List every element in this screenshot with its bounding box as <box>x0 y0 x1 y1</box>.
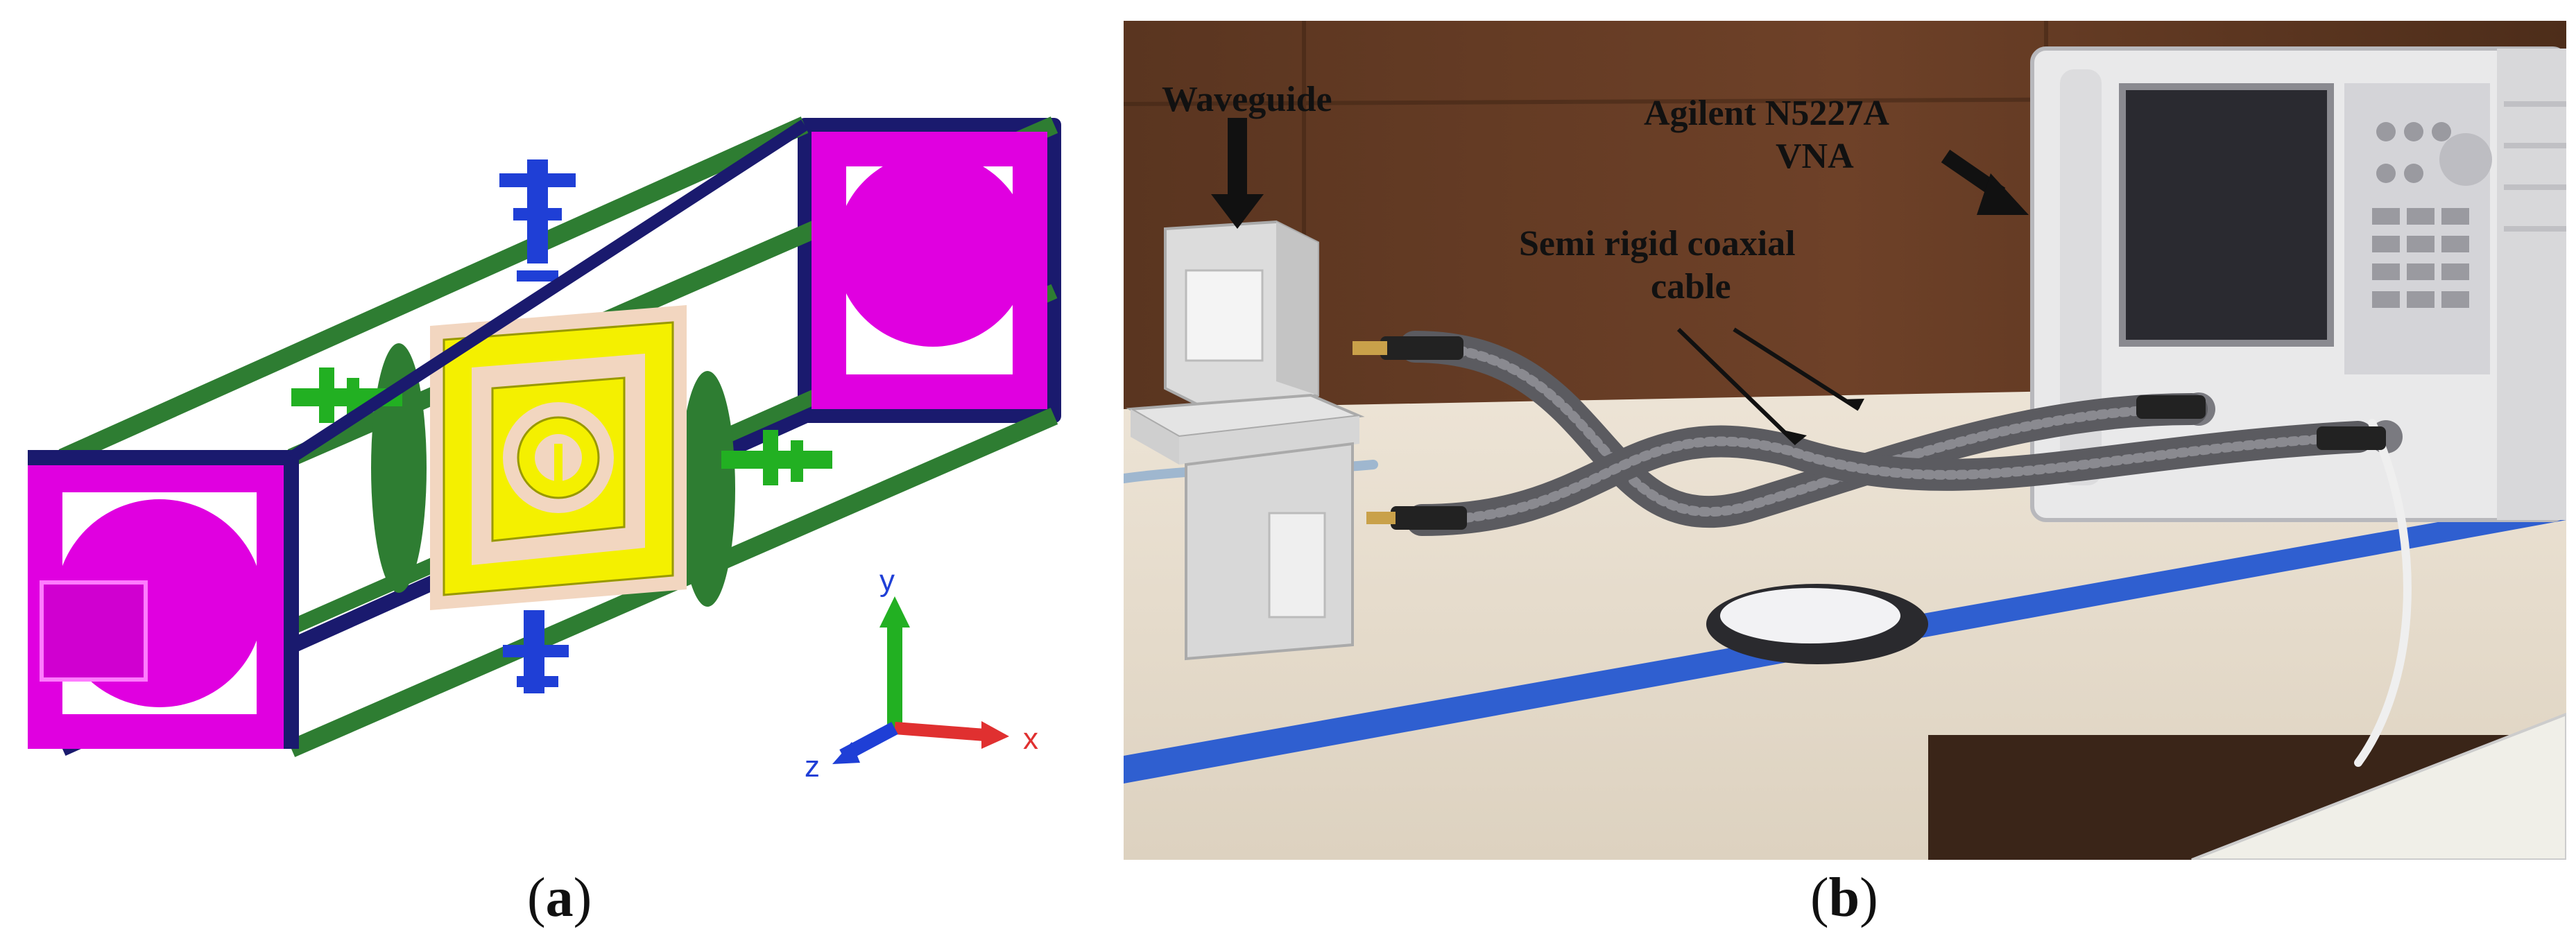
computer-mouse <box>1706 584 1928 664</box>
caption-b-open: ( <box>1810 867 1829 928</box>
axis-z-label: z <box>805 750 820 784</box>
axis-x-label: x <box>1023 722 1038 756</box>
label-cable-line2: cable <box>1651 267 1731 306</box>
back-port <box>812 132 1047 409</box>
vna-screen <box>2119 83 2334 347</box>
caption-a-close: ) <box>573 867 592 928</box>
waveguide-model-drawing: y x z <box>28 116 1061 784</box>
label-vna-line2: VNA <box>1776 137 1854 176</box>
axis-y-label: y <box>879 564 895 598</box>
front-port <box>28 458 291 749</box>
caption-a: (a) <box>527 867 592 930</box>
annotation-arrows <box>1211 118 2029 446</box>
label-cable-line1: Semi rigid coaxial <box>1519 224 1796 263</box>
measurement-setup-photo: Waveguide Agilent N5227A VNA Semi rigid … <box>1124 21 2566 860</box>
caption-a-letter: a <box>545 867 574 928</box>
panel-b-measurement-photo: Waveguide Agilent N5227A VNA Semi rigid … <box>1124 21 2566 860</box>
panel-a-simulation-model: y x z <box>0 0 1096 860</box>
feed-lines <box>291 159 832 693</box>
keyboard <box>2191 712 2566 860</box>
coaxial-cables <box>1124 331 2412 767</box>
cable-connectors <box>1353 336 2386 530</box>
caption-a-open: ( <box>527 867 546 928</box>
caption-b: (b) <box>1810 867 1878 930</box>
axis-triad: y x z <box>805 564 1038 784</box>
waveguide-adapter <box>1126 220 1365 661</box>
waveguide-frame-front <box>28 119 808 749</box>
label-waveguide: Waveguide <box>1162 80 1332 119</box>
label-vna-line1: Agilent N5227A <box>1644 94 1889 133</box>
caption-b-close: ) <box>1860 867 1878 928</box>
caption-b-letter: b <box>1828 867 1860 928</box>
